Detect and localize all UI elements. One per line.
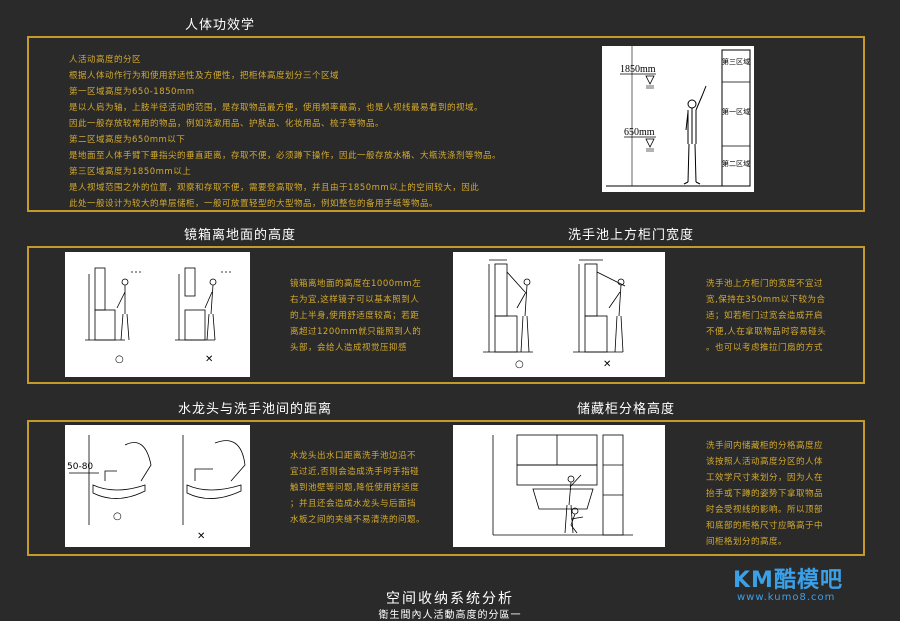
ergonomics-text: 人活动高度的分区 根据人体动作行为和使用舒适性及方便性，把柜体高度划分三个区域 … <box>69 52 501 212</box>
text-line: 洗手间内储藏柜的分格高度应 <box>706 441 824 451</box>
person-figure <box>683 85 707 185</box>
cabinet-door-text: 洗手池上方柜门的宽度不宜过 宽,保持在350mm以下较为合 适；如若柜门过宽会造… <box>706 276 826 356</box>
footer-title: 空间收纳系统分析 <box>386 591 514 607</box>
text-line: 和底部的柜格尺寸应略高于中 <box>706 521 824 531</box>
faucet-text: 水龙头出水口距离洗手池边沿不 宜过近,否则会造成洗手时手指碰 触到池壁等问题,降… <box>290 448 425 528</box>
text-line: 。也可以考虑推拉门扇的方式 <box>706 343 824 353</box>
text-line: 间柜格划分的高度。 <box>706 537 788 547</box>
text-line: 抬手或下蹲的姿势下拿取物品 <box>706 489 824 499</box>
text-line: 水龙头出水口距离洗手池边沿不 <box>290 451 417 461</box>
cabinet-door-title: 洗手池上方柜门宽度 <box>567 228 694 243</box>
zone-label-3: 第三区域 <box>722 57 750 66</box>
text-line: 不便,人在拿取物品时容易碰头 <box>706 327 827 337</box>
text-line: 此处一般设计为较大的单层储柜，一般可放置轻型的大型物品，例如整包的备用手纸等物品… <box>69 199 439 209</box>
cabinet-door-diagram: ○ ✕ <box>453 252 665 377</box>
mirror-diagram: ○ ✕ <box>65 252 250 377</box>
text-line: 因此一般存放较常用的物品，例如洗漱用品、护肤品、化妆用品、梳子等物品。 <box>69 119 385 129</box>
text-line: 是人视域范围之外的位置，观察和存取不便，需要登高取物，并且由于1850mm以上的… <box>69 183 480 193</box>
wrong-mark: ✕ <box>197 531 205 542</box>
text-line: ；并且还会造成水龙头与后面挡 <box>290 499 417 509</box>
text-line: 适；如若柜门过宽会造成开启 <box>706 311 824 321</box>
mirror-text: 镜箱离地面的高度在1000mm左 右为宜,这样镜子可以基本照到人 的上半身,使用… <box>290 276 421 356</box>
text-line: 是地面至人体手臂下垂指尖的垂直距离，存取不便，必须蹲下操作，因此一般存放水桶、大… <box>69 151 502 161</box>
text-line: 的上半身,使用舒适度较高；若距 <box>290 311 420 321</box>
faucet-title: 水龙头与洗手池间的距离 <box>177 402 332 417</box>
wrong-mark: ✕ <box>603 359 611 370</box>
logo-main-text: KM酷模吧 <box>733 568 843 593</box>
middle-panel <box>27 246 865 384</box>
ergonomics-diagram: 1850mm 650mm 第三区域 第一区域 第二区域 <box>602 46 754 192</box>
correct-mark: ○ <box>113 511 122 522</box>
text-line: 宜过近,否则会造成洗手时手指碰 <box>290 467 420 477</box>
footer-subtitle: 衛生間內人活動高度的分區一 <box>378 610 522 621</box>
logo-url-text: www.kumo8.com <box>737 592 836 603</box>
text-line: 洗手池上方柜门的宽度不宜过 <box>706 279 824 289</box>
zone-label-1: 第一区域 <box>722 107 750 116</box>
correct-mark: ○ <box>115 354 124 365</box>
text-line: 人活动高度的分区 <box>69 55 142 65</box>
text-line: 水板之间的夹缝不易清洗的问题。 <box>290 515 426 525</box>
text-line: 该按照人活动高度分区的人体 <box>706 457 824 467</box>
text-line: 右为宜,这样镜子可以基本照到人 <box>290 295 420 305</box>
storage-text: 洗手间内储藏柜的分格高度应 该按照人活动高度分区的人体 工效学尺寸来划分，因为人… <box>706 438 823 550</box>
text-line: 根据人体动作行为和使用舒适性及方便性，把柜体高度划分三个区域 <box>69 71 340 81</box>
text-line: 镜箱离地面的高度在1000mm左 <box>290 279 422 289</box>
text-line: 宽,保持在350mm以下较为合 <box>706 295 826 305</box>
text-line: 离超过1200mm就只能照到人的 <box>290 327 422 337</box>
text-line: 工效学尺寸来划分，因为人在 <box>706 473 824 483</box>
text-line: 第一区域高度为650-1850mm <box>69 87 195 97</box>
text-line: 第三区域高度为1850mm以上 <box>69 167 192 177</box>
text-line: 时会受视线的影响。所以顶部 <box>706 505 824 515</box>
text-line: 是以人肩为轴，上肢半径活动的范围，是存取物品最方便，使用频率最高，也是人视线最易… <box>69 103 484 113</box>
text-line: 头部，会给人造成视觉压抑感 <box>290 343 408 353</box>
bottom-panel <box>27 420 865 556</box>
faucet-dim-label: 50-80 <box>67 462 93 472</box>
site-logo: KM酷模吧 www.kumo8.com <box>733 562 853 612</box>
zone-label-2: 第二区域 <box>722 159 750 168</box>
storage-diagram <box>453 425 665 547</box>
ergonomics-title: 人体功效学 <box>184 18 255 33</box>
ergonomics-panel: 人活动高度的分区 根据人体动作行为和使用舒适性及方便性，把柜体高度划分三个区域 … <box>27 36 865 212</box>
text-line: 第二区域高度为650mm以下 <box>69 135 186 145</box>
mark-high-label: 1850mm <box>620 64 656 75</box>
text-line: 触到池壁等问题,降低使用舒适度 <box>290 483 420 493</box>
correct-mark: ○ <box>515 359 524 370</box>
mirror-title: 镜箱离地面的高度 <box>183 228 296 243</box>
mark-low-label: 650mm <box>624 127 655 138</box>
storage-title: 储藏柜分格高度 <box>576 402 675 417</box>
wrong-mark: ✕ <box>205 354 213 365</box>
faucet-diagram: 50-80 ○ ✕ <box>65 425 250 547</box>
